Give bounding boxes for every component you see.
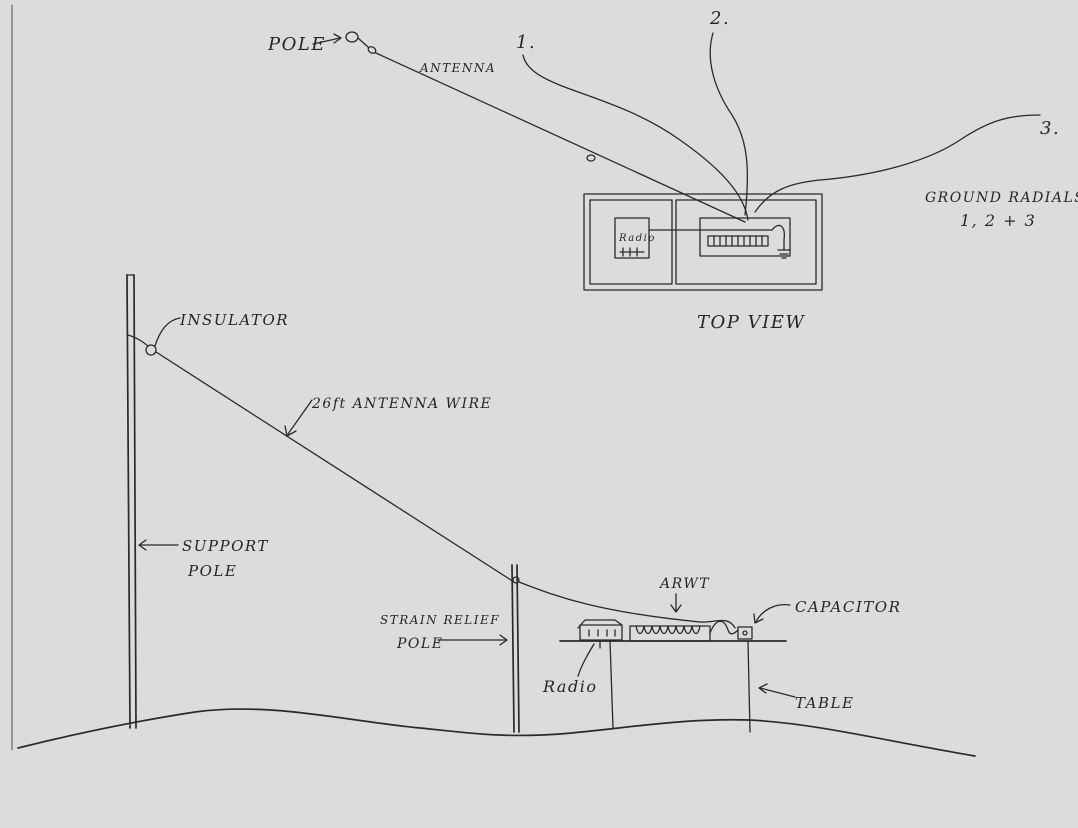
insulator-tie bbox=[127, 334, 149, 347]
strain-relief-arrow-head bbox=[499, 634, 508, 646]
support-pole-label-line2: POLE bbox=[187, 562, 237, 580]
ground-radials-title: GROUND RADIALS bbox=[925, 190, 1078, 206]
top-view-radio-area bbox=[589, 199, 673, 285]
arwt-arrow-head bbox=[670, 604, 682, 613]
top-view-radio-label: Radio bbox=[618, 233, 656, 244]
top-view-tuner-area bbox=[675, 199, 817, 285]
support-pole-arrow-head bbox=[138, 539, 147, 551]
top-view-tuner-box bbox=[699, 217, 791, 257]
pole-arrow bbox=[312, 37, 341, 45]
table-arrow bbox=[759, 687, 796, 698]
strain-relief-label-line1: STRAIN RELIEF bbox=[380, 613, 500, 627]
mid-insulator-icon bbox=[586, 154, 596, 162]
antenna-wire-arrow bbox=[287, 399, 313, 435]
top-view-coil-turns bbox=[713, 235, 763, 247]
radio-knobs-icon bbox=[588, 629, 616, 637]
insulator-pointer bbox=[154, 317, 181, 347]
radio-top bbox=[577, 619, 623, 629]
radial-2-label: 2. bbox=[709, 8, 730, 29]
ground-line bbox=[17, 708, 976, 757]
ground-radials-numbers: 1, 2 + 3 bbox=[960, 211, 1036, 230]
pole-link bbox=[357, 37, 369, 48]
tuner-lead bbox=[709, 620, 739, 635]
capacitor-label: CAPACITOR bbox=[795, 598, 901, 616]
top-view-group: POLE ANTENNA 1. 2. 3. GROUND RADIALS 1, … bbox=[267, 8, 1078, 333]
table-right-leg bbox=[747, 640, 751, 733]
coil-icon bbox=[635, 625, 701, 635]
capacitor-arrow-head bbox=[753, 613, 764, 624]
side-view-group: INSULATOR 26ft ANTENNA WIRE SUPPORT POLE… bbox=[17, 274, 976, 757]
tuner-box bbox=[629, 625, 711, 642]
capacitor-icon bbox=[737, 626, 753, 640]
radial-1-label: 1. bbox=[516, 32, 536, 53]
top-view-outer-box bbox=[583, 193, 823, 291]
top-antenna-wire bbox=[375, 52, 746, 223]
radio-label: Radio bbox=[542, 677, 597, 696]
table-left-leg bbox=[609, 640, 614, 729]
pole-label: POLE bbox=[267, 34, 326, 55]
radial-3-label: 3. bbox=[1040, 118, 1060, 139]
strain-pole-right-edge bbox=[516, 564, 520, 733]
radial-1-wire bbox=[522, 54, 749, 221]
antenna-wire-lead bbox=[518, 581, 736, 629]
radio-box bbox=[579, 624, 623, 641]
top-view-title: TOP VIEW bbox=[697, 312, 805, 333]
top-view-ground-icon bbox=[777, 249, 791, 259]
top-insulator-icon bbox=[367, 46, 377, 54]
top-view-capacitor-lead bbox=[771, 224, 785, 251]
antenna-wire bbox=[155, 351, 515, 583]
antenna-wire-arrow-head bbox=[284, 425, 297, 437]
capacitor-arrow bbox=[755, 604, 791, 623]
table-label: TABLE bbox=[795, 694, 854, 712]
support-pole-right-edge bbox=[133, 274, 137, 729]
arwt-label: ARWT bbox=[658, 576, 710, 592]
radio-pointer bbox=[577, 643, 595, 677]
antenna-wire-label: 26ft ANTENNA WIRE bbox=[311, 396, 492, 412]
support-pole-left-edge bbox=[126, 274, 131, 729]
insulator-label: INSULATOR bbox=[179, 311, 289, 329]
strain-pole-left-edge bbox=[511, 564, 515, 733]
antenna-label: ANTENNA bbox=[419, 61, 496, 75]
top-view-radio-box bbox=[614, 217, 650, 259]
radial-3-wire bbox=[754, 114, 1041, 213]
radial-2-wire bbox=[709, 32, 749, 216]
strain-relief-clamp-icon bbox=[512, 576, 520, 584]
pole-arrow-head bbox=[333, 33, 342, 44]
strain-relief-label-line2: POLE bbox=[396, 636, 443, 652]
capacitor-terminal bbox=[742, 630, 748, 636]
table-arrow-head bbox=[758, 683, 768, 694]
insulator-icon bbox=[145, 344, 157, 356]
support-pole-label-line1: SUPPORT bbox=[182, 537, 269, 555]
top-view-radio-knobs bbox=[619, 247, 645, 257]
pole-ring-icon bbox=[345, 31, 359, 43]
